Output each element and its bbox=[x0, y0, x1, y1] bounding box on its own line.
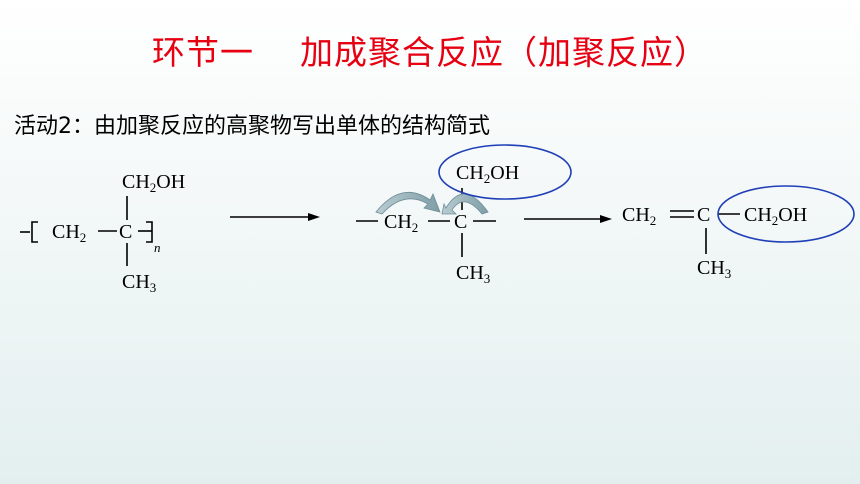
curved-arrows bbox=[375, 192, 489, 215]
activity-text: 活动2：由加聚反应的高聚物写出单体的结构简式 bbox=[14, 114, 490, 139]
polymer-repeat-n: n bbox=[154, 240, 161, 255]
polymer-side-bottom: CH3 bbox=[122, 271, 157, 295]
curved-arrow-right-icon bbox=[441, 193, 489, 215]
middle-chain-ch2: CH2 bbox=[384, 211, 419, 235]
monomer-bonds bbox=[670, 210, 740, 254]
monomer-center-c: C bbox=[697, 204, 711, 226]
arrow-1 bbox=[230, 213, 320, 221]
polymer-chain-ch2: CH2 bbox=[52, 221, 87, 245]
polymer-bonds bbox=[20, 196, 153, 266]
middle-chain-c: C bbox=[454, 211, 468, 233]
polymer-side-top: CH2OH bbox=[122, 171, 186, 195]
polymer-chain-c: C bbox=[119, 221, 133, 243]
highlight-ellipse-middle bbox=[438, 144, 572, 200]
monomer-left-ch2: CH2 bbox=[622, 204, 657, 228]
arrow-2 bbox=[524, 215, 612, 223]
monomer-bottom-ch3: CH3 bbox=[697, 257, 732, 281]
middle-side-top: CH2OH bbox=[456, 162, 520, 186]
monomer-right-ch2oh: CH2OH bbox=[744, 204, 808, 228]
curved-arrow-left-icon bbox=[375, 192, 441, 215]
slide-title: 环节一 加成聚合反应（加聚反应） bbox=[152, 33, 708, 72]
middle-side-bottom: CH3 bbox=[456, 262, 491, 286]
highlight-ellipse-monomer bbox=[717, 185, 855, 243]
